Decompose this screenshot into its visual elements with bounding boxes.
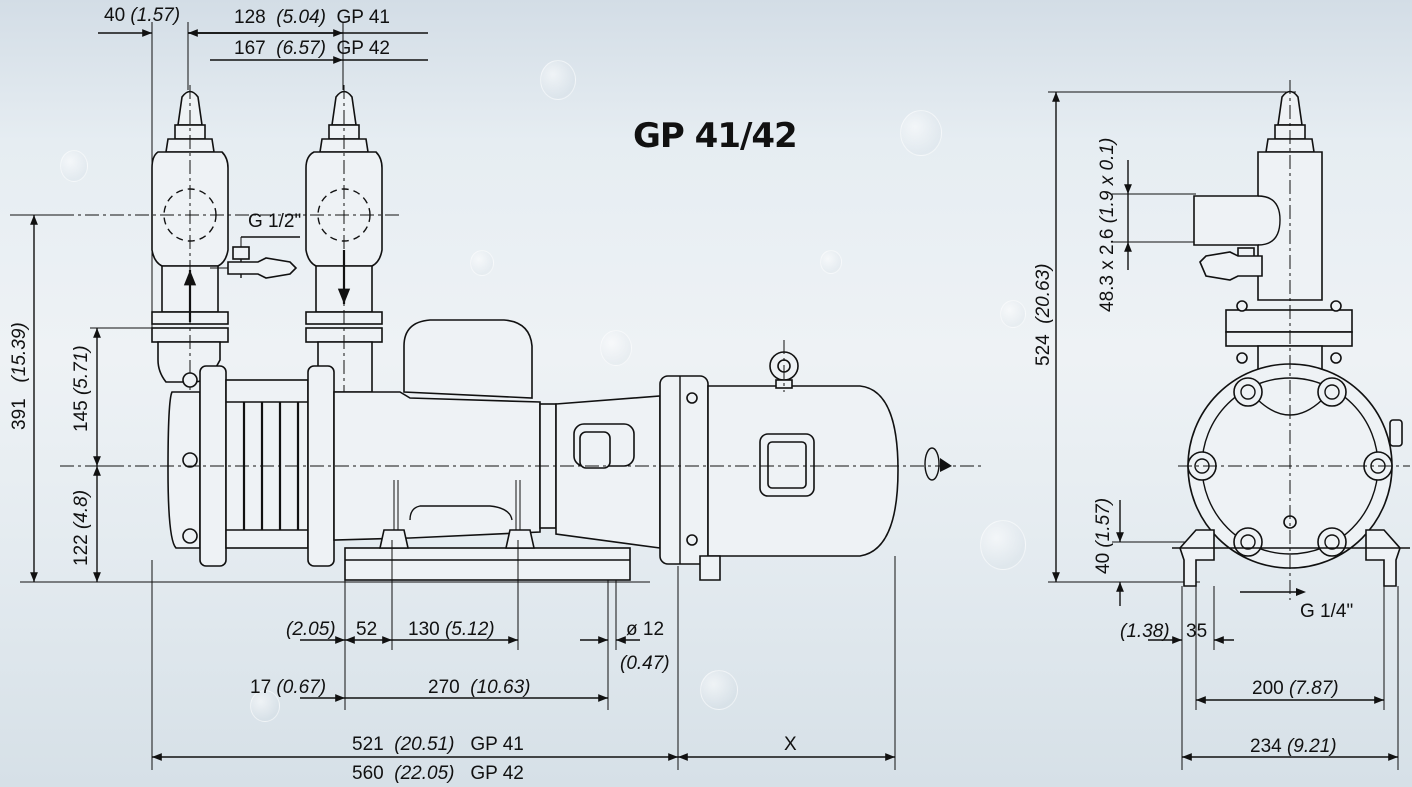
dim-top-167: 167 (6.57) GP 42	[234, 38, 390, 59]
dim-r-200: 200 (7.87)	[1252, 678, 1339, 699]
dim-b-521: 521 (20.51) GP 41	[352, 734, 524, 755]
drawing-title: GP 41/42	[633, 116, 798, 156]
dim-top-40: 40 (1.57)	[104, 5, 181, 26]
dim-v-122: 122 (4.8)	[71, 489, 92, 566]
dim-b-270: 270 (10.63)	[428, 677, 531, 698]
water-drop	[600, 330, 632, 366]
dim-r-234: 234 (9.21)	[1250, 736, 1337, 757]
dim-b-x: X	[784, 734, 797, 755]
water-drop	[540, 60, 576, 100]
dim-r-138: (1.38)	[1120, 621, 1170, 642]
water-drop	[700, 670, 738, 710]
dim-v-145: 145 (5.71)	[71, 345, 92, 432]
side-view	[10, 22, 985, 770]
water-drop	[1000, 300, 1026, 328]
water-drop	[900, 110, 942, 156]
dim-r-40: 40 (1.57)	[1093, 497, 1114, 574]
water-drop	[250, 690, 280, 722]
connection-g-half: G 1/2"	[248, 211, 302, 232]
water-drop	[470, 250, 494, 276]
dim-b-047: (0.47)	[620, 653, 670, 674]
dim-v-391: 391 (15.39)	[9, 322, 30, 430]
water-drop	[60, 150, 88, 182]
water-drop	[980, 520, 1026, 570]
end-view	[1048, 80, 1410, 770]
dim-b-560: 560 (22.05) GP 42	[352, 763, 524, 784]
dim-top-128: 128 (5.04) GP 41	[234, 7, 390, 28]
dim-b-17: 17 (0.67)	[250, 677, 327, 698]
dim-b-130: 130 (5.12)	[408, 619, 495, 640]
dim-r-524: 524 (20.63)	[1033, 263, 1054, 366]
dim-b-205: (2.05)	[286, 619, 336, 640]
water-drop	[820, 250, 842, 274]
connection-g-quarter: G 1/4"	[1300, 601, 1354, 622]
dim-r-pipe: 48.3 x 2.6 (1.9 x 0.1)	[1097, 137, 1118, 312]
dim-b-52: 52	[356, 619, 378, 640]
dim-r-35: 35	[1186, 621, 1208, 642]
dim-b-d12: ø 12	[626, 619, 665, 640]
